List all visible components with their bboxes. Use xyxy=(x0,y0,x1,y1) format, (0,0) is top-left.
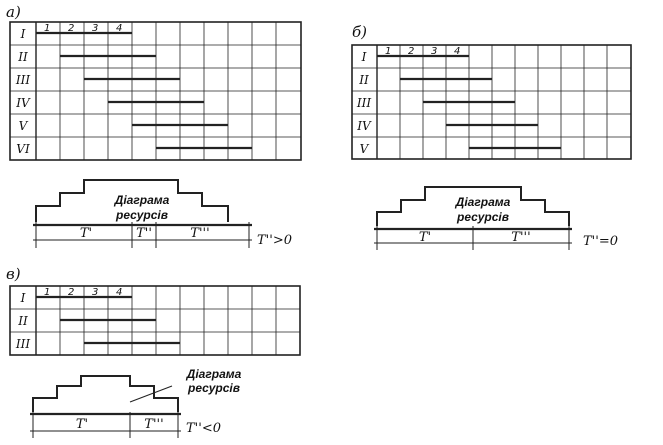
part-a-row-4: IV xyxy=(15,96,31,110)
part-b-row-4: IV xyxy=(356,119,372,133)
part-a-col-3: 3 xyxy=(92,23,98,34)
part-c-col-4: 4 xyxy=(116,287,122,298)
part-b-seg-1: T' xyxy=(419,230,431,245)
part-b-row-3: III xyxy=(356,96,371,110)
part-c-seg-2: T''' xyxy=(144,417,163,432)
part-b-condition: T''=0 xyxy=(583,234,618,249)
part-b-seg-2: T''' xyxy=(511,230,530,245)
part-a-col-4: 4 xyxy=(116,23,122,34)
part-a-axis-ticks xyxy=(35,222,250,248)
part-c-condition: T''<0 xyxy=(186,421,221,436)
part-b-grid-lines xyxy=(352,45,631,159)
part-b-resource-diagram xyxy=(376,186,570,226)
part-c: в) 1 2 3 4 I II xyxy=(6,265,301,438)
part-a-col-1: 1 xyxy=(44,23,50,34)
part-b-col-1: 1 xyxy=(385,46,391,57)
part-c-col-3: 3 xyxy=(92,287,98,298)
part-c-col-1: 1 xyxy=(44,287,50,298)
part-a: а) xyxy=(6,3,302,248)
part-c-label-leader xyxy=(129,385,173,403)
part-c-col-2: 2 xyxy=(68,287,74,298)
part-b-work-bars xyxy=(377,54,561,150)
part-c-seg-1: T' xyxy=(76,417,88,432)
part-c-axis-ticks xyxy=(32,412,179,438)
part-c-diagram-label-2: ресурсів xyxy=(187,381,240,395)
part-b-col-4: 4 xyxy=(454,46,460,57)
part-a-work-bars xyxy=(36,31,252,150)
part-c-row-1: I xyxy=(20,291,26,305)
part-a-row-2: II xyxy=(17,50,28,64)
part-a-condition: T''>0 xyxy=(257,233,292,248)
part-b-diagram-label-2: ресурсів xyxy=(456,210,509,224)
part-c-resource-diagram xyxy=(32,375,179,412)
part-c-diagram-label-1: Діаграма xyxy=(186,367,242,381)
part-c-work-bars xyxy=(36,295,180,345)
part-a-diagram-label-2: ресурсів xyxy=(115,208,168,222)
part-b-col-2: 2 xyxy=(408,46,414,57)
part-b-letter: б) xyxy=(352,23,367,41)
part-c-grid-border xyxy=(9,285,301,356)
part-a-row-6: VI xyxy=(16,142,30,156)
part-c-row-2: II xyxy=(17,314,28,328)
part-a-seg-2: T'' xyxy=(136,226,152,241)
part-b-grid-border xyxy=(351,44,632,160)
part-b-row-5: V xyxy=(360,142,370,156)
part-b-col-3: 3 xyxy=(431,46,437,57)
part-b-axis-ticks xyxy=(376,226,570,250)
part-a-row-3: III xyxy=(15,73,30,87)
part-b-row-2: II xyxy=(358,73,369,87)
part-a-row-1: I xyxy=(20,27,26,41)
part-c-row-3: III xyxy=(15,337,30,351)
part-a-row-5: V xyxy=(19,119,29,133)
part-c-letter: в) xyxy=(6,265,21,283)
part-a-letter: а) xyxy=(6,3,21,21)
part-a-resource-diagram xyxy=(35,179,229,222)
part-a-col-2: 2 xyxy=(68,23,74,34)
part-a-seg-3: T''' xyxy=(190,226,209,241)
part-a-seg-1: T' xyxy=(80,226,92,241)
part-b: б) 1 2 3 xyxy=(351,23,632,250)
part-a-diagram-label-1: Діаграма xyxy=(114,193,170,207)
part-b-row-1: I xyxy=(361,50,367,64)
part-a-grid-lines xyxy=(10,22,301,160)
part-b-diagram-label-1: Діаграма xyxy=(455,195,511,209)
